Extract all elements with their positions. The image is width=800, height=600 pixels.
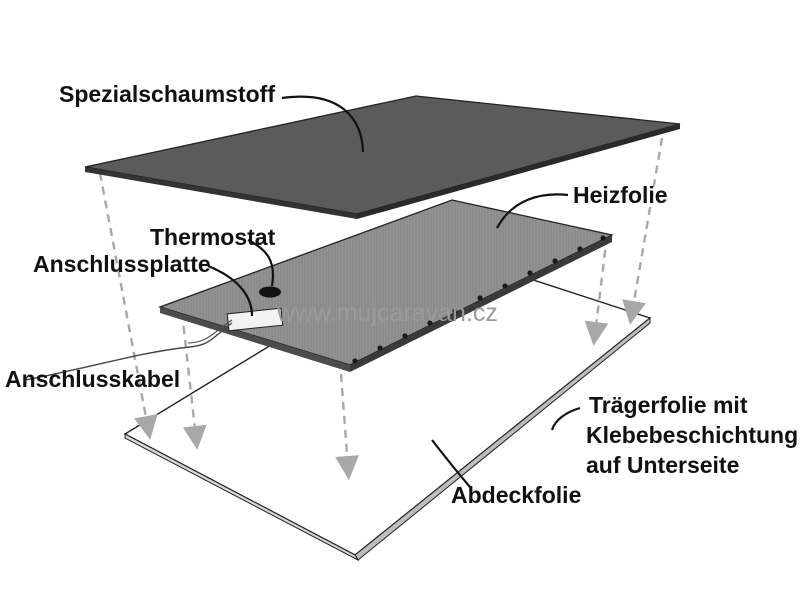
leader-lines [207,95,581,488]
watermark: www.mujcaravan.cz [276,299,498,327]
heating-film-holes [352,235,606,364]
label-traegerfolie-line2: Klebebeschichtung [586,422,798,448]
leader-connection-plate [207,264,254,317]
guide-arrow-foam-left [98,172,158,440]
carrier-film-layer [123,246,652,562]
label-traegerfolie-line1: Trägerfolie mit [589,392,748,418]
label-heizfolie: Heizfolie [573,182,668,208]
label-traegerfolie-line3: auf Unterseite [586,452,739,478]
heating-film-layer [157,199,614,372]
foam-layer [84,95,681,219]
label-thermostat: Thermostat [150,224,276,250]
guide-arrow-heater-left [180,311,207,450]
guide-arrow-foam-right [622,137,664,325]
thermostat-component [259,286,281,298]
label-anschlussplatte: Anschlussplatte [33,251,211,277]
leader-heater [496,193,569,229]
label-spezialschaumstoff: Spezialschaumstoff [59,81,275,107]
label-anschlusskabel: Anschlusskabel [5,366,180,392]
leader-carrier [550,406,581,431]
connection-cable [24,322,233,381]
guide-arrow-heater-mid [335,359,360,480]
leader-cover [431,439,471,488]
guide-arrow-heater-right [584,235,609,346]
label-abdeckfolie: Abdeckfolie [451,482,581,508]
leader-foam [281,95,365,153]
leader-thermostat [247,239,275,287]
guide-arrows [98,137,664,480]
